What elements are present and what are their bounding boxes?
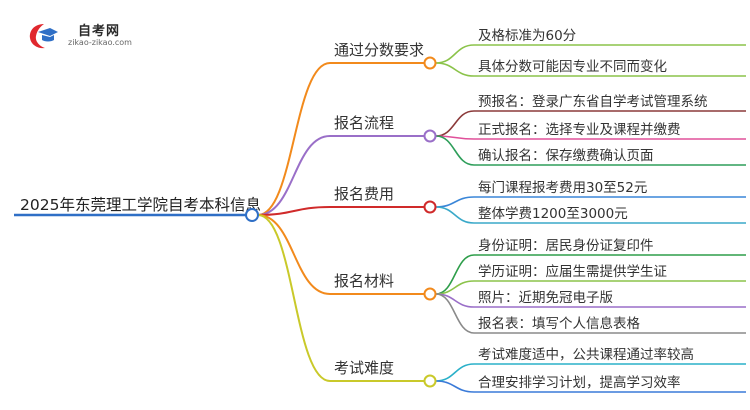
leaf-label: 确认报名：保存缴费确认页面 [478, 148, 654, 164]
root-label: 2025年东莞理工学院自考本科信息 [20, 195, 261, 214]
branch-node[interactable] [423, 287, 437, 301]
branch-connector [257, 135, 424, 216]
leaf-connector [435, 293, 746, 334]
root-node[interactable] [245, 208, 259, 222]
leaf-label: 考试难度适中，公共课程通过率较高 [478, 346, 694, 363]
leaf-label: 整体学费1200至3000元 [478, 206, 628, 222]
leaf-label: 身份证明：居民身份证复印件 [478, 237, 654, 254]
leaf-label: 正式报名：选择专业及课程并缴费 [478, 122, 681, 138]
branch-label: 报名费用 [334, 185, 394, 203]
leaf-connector [435, 363, 746, 382]
branch-label: 报名流程 [334, 114, 394, 132]
leaf-connector [435, 380, 746, 393]
leaf-label: 每门课程报考费用30至52元 [478, 180, 647, 196]
leaf-label: 预报名：登录广东省自学考试管理系统 [478, 94, 708, 110]
site-logo[interactable]: 自考网 zikao-zikao.com [28, 18, 148, 52]
leaf-connector [435, 280, 746, 295]
logo-url: zikao-zikao.com [68, 38, 132, 47]
leaf-connector [435, 135, 746, 166]
branch-node[interactable] [423, 56, 437, 70]
leaf-connector [435, 44, 746, 64]
leaf-label: 照片：近期免冠电子版 [478, 290, 613, 306]
branch-node[interactable] [423, 374, 437, 388]
leaf-connector [435, 196, 746, 208]
leaf-connector [435, 62, 746, 77]
branch-label: 报名材料 [334, 272, 394, 290]
branch-node[interactable] [423, 129, 437, 143]
leaf-label: 报名表：填写个人信息表格 [478, 315, 640, 332]
branch-node[interactable] [423, 200, 437, 214]
leaf-label: 合理安排学习计划，提高学习效率 [478, 374, 681, 391]
leaf-connector [435, 206, 746, 224]
logo-name: 自考网 [78, 24, 121, 39]
leaf-connector [435, 110, 746, 137]
leaf-connector [435, 254, 746, 295]
logo-mark-icon [29, 24, 58, 49]
leaf-label: 及格标准为60分 [478, 28, 576, 44]
branch-connector [257, 206, 424, 216]
branch-label: 通过分数要求 [334, 41, 424, 59]
branch-connector [257, 214, 424, 382]
branch-connector [257, 62, 424, 216]
branch-connector [257, 214, 424, 295]
branch-label: 考试难度 [334, 359, 394, 377]
leaf-label: 学历证明：应届生需提供学生证 [478, 263, 667, 280]
leaf-label: 具体分数可能因专业不同而变化 [478, 59, 667, 75]
